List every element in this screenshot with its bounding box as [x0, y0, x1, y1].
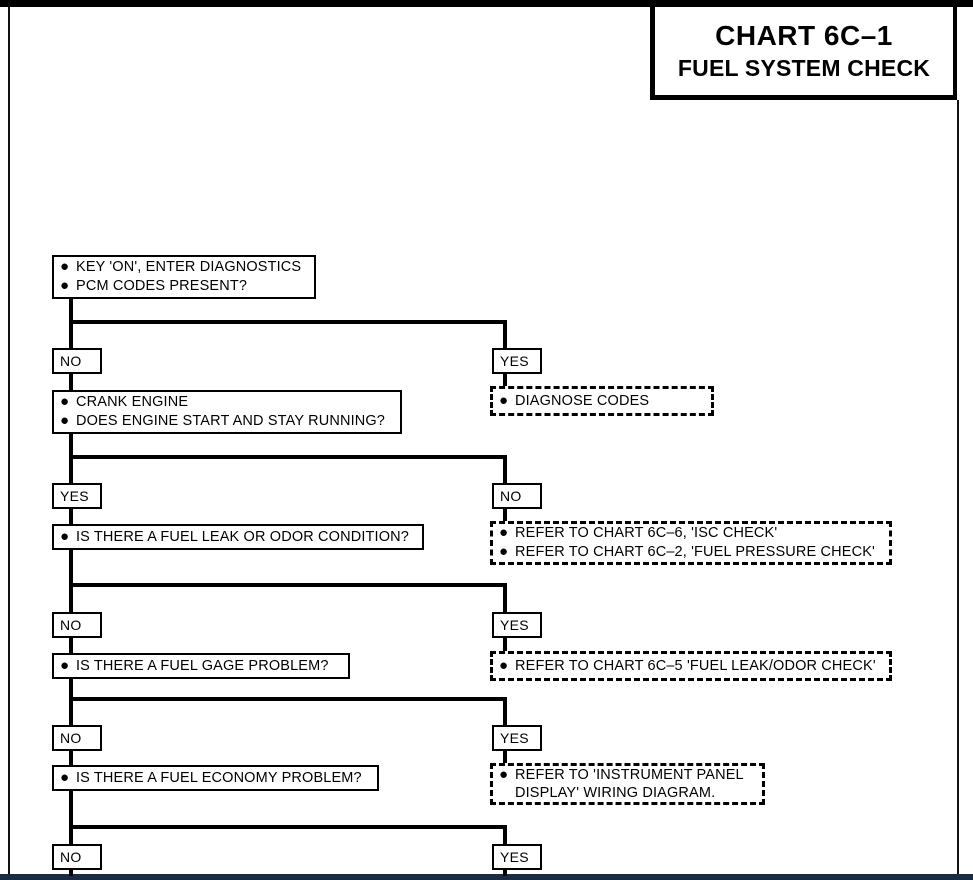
page-border-left — [8, 7, 10, 874]
step4-branch-no: NO — [52, 725, 102, 751]
page-border-top — [0, 0, 973, 7]
connector-step4-yes-down — [503, 697, 507, 725]
step1-branch-no: NO — [52, 348, 102, 374]
step5-box: ● IS THERE A FUEL ECONOMY PROBLEM? — [52, 765, 379, 791]
fuel-leak-odor-check-box: ● REFER TO CHART 6C–5 'FUEL LEAK/ODOR CH… — [490, 651, 892, 681]
bullet-icon: ● — [60, 768, 70, 786]
step3-branch-yes: YES — [492, 612, 542, 638]
chart-number: CHART 6C–1 — [715, 19, 893, 51]
bullet-icon: ● — [60, 527, 70, 545]
step5-branch-yes: YES — [492, 844, 542, 870]
connector-step3-down — [69, 550, 73, 612]
connector-step1-branch — [69, 320, 507, 324]
connector-step3-yes-to-action — [503, 638, 507, 652]
connector-step4-no-to-step5 — [69, 751, 73, 767]
bullet-item: ● PCM CODES PRESENT? — [60, 277, 248, 294]
step4-branch-yes: YES — [492, 725, 542, 751]
connector-step5-branch — [69, 825, 507, 829]
diagnose-codes-box: ● DIAGNOSE CODES — [490, 386, 714, 416]
isc-fuel-pressure-box: ● REFER TO CHART 6C–6, 'ISC CHECK' ● REF… — [490, 521, 892, 565]
bullet-item: ● CRANK ENGINE — [60, 393, 189, 411]
bullet-icon: ● — [499, 656, 509, 674]
bullet-item: ● IS THERE A FUEL LEAK OR ODOR CONDITION… — [60, 527, 409, 545]
step1-box: ● KEY 'ON', ENTER DIAGNOSTICS ● PCM CODE… — [52, 255, 316, 299]
connector-step2-no-down — [503, 455, 507, 483]
bullet-icon: ● — [60, 258, 70, 276]
connector-step4-branch — [69, 697, 507, 701]
connector-step1-yes-to-action — [503, 374, 507, 388]
step2-branch-no: NO — [492, 483, 542, 509]
bullet-item: ● REFER TO CHART 6C–5 'FUEL LEAK/ODOR CH… — [499, 656, 876, 674]
connector-step3-branch — [69, 583, 507, 587]
chart-title-box: CHART 6C–1 FUEL SYSTEM CHECK — [650, 7, 957, 100]
connector-step1-yes-down — [503, 320, 507, 348]
bullet-icon: ● — [60, 412, 70, 429]
bullet-item: ● DIAGNOSE CODES — [499, 391, 650, 409]
bullet-item: ● IS THERE A FUEL ECONOMY PROBLEM? — [60, 768, 362, 786]
connector-step5-yes-down — [503, 825, 507, 844]
instrument-panel-display-box: ● REFER TO 'INSTRUMENT PANEL DISPLAY' WI… — [490, 763, 765, 805]
connector-step5-down — [69, 791, 73, 844]
bullet-icon: ● — [499, 765, 509, 783]
bullet-icon: ● — [60, 656, 70, 674]
bullet-item: ● REFER TO 'INSTRUMENT PANEL DISPLAY' WI… — [499, 765, 744, 801]
connector-step5-no-continues — [69, 870, 73, 876]
connector-step4-down — [69, 679, 73, 725]
step4-box: ● IS THERE A FUEL GAGE PROBLEM? — [52, 653, 350, 679]
connector-step1-no-to-step2 — [69, 374, 73, 390]
step3-box: ● IS THERE A FUEL LEAK OR ODOR CONDITION… — [52, 524, 424, 550]
step2-branch-yes: YES — [52, 483, 102, 509]
bullet-icon: ● — [499, 391, 509, 409]
connector-step3-no-to-step4 — [69, 638, 73, 654]
bullet-icon: ● — [60, 277, 70, 294]
bullet-icon: ● — [60, 393, 70, 411]
bullet-item: ● IS THERE A FUEL GAGE PROBLEM? — [60, 656, 329, 674]
step2-box: ● CRANK ENGINE ● DOES ENGINE START AND S… — [52, 390, 402, 434]
connector-step4-yes-to-action — [503, 751, 507, 765]
chart-title: FUEL SYSTEM CHECK — [677, 54, 931, 81]
step1-branch-yes: YES — [492, 348, 542, 374]
bullet-item: ● DOES ENGINE START AND STAY RUNNING? — [60, 412, 386, 429]
bullet-item: ● REFER TO CHART 6C–2, 'FUEL PRESSURE CH… — [499, 543, 875, 560]
bullet-item: ● KEY 'ON', ENTER DIAGNOSTICS — [60, 258, 302, 276]
bullet-icon: ● — [499, 543, 509, 560]
connector-step2-branch — [69, 455, 507, 459]
connector-step2-yes-to-step3 — [69, 509, 73, 525]
bullet-item: ● REFER TO CHART 6C–6, 'ISC CHECK' — [499, 524, 778, 542]
step3-branch-no: NO — [52, 612, 102, 638]
connector-step3-yes-down — [503, 583, 507, 612]
step5-branch-no: NO — [52, 844, 102, 870]
connector-step5-yes-continues — [503, 870, 507, 876]
bullet-icon: ● — [499, 524, 509, 542]
page-border-bottom — [0, 874, 973, 880]
page-border-right — [957, 100, 959, 874]
connector-step2-no-to-action — [503, 509, 507, 523]
